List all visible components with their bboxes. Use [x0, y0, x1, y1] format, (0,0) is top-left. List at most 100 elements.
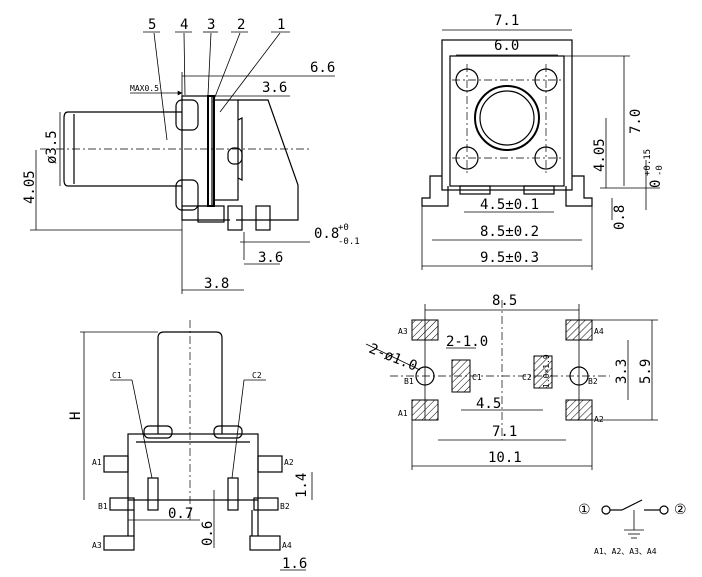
- slot-c2: [533, 355, 553, 389]
- node-1: [601, 505, 611, 515]
- dim-hole: 2-ø1.0: [367, 341, 420, 375]
- label-c2: C2: [252, 371, 262, 380]
- pad-label-a4: A4: [594, 327, 604, 336]
- dim-10.1: 10.1: [488, 450, 522, 466]
- dim-0.6: 0.6: [200, 521, 216, 546]
- callout-1: 1: [277, 17, 285, 33]
- top-view: 7.1 6.0 7.0 4.05 0 +0.15 -0 4.5±0.1 8.5±…: [421, 13, 665, 270]
- pin-legs: [127, 500, 259, 536]
- dim-7.0: 7.0: [628, 109, 644, 134]
- dim-9.5: 9.5±0.3: [480, 250, 539, 266]
- c1-leader: [131, 379, 153, 479]
- pad-label-a2: A2: [594, 415, 604, 424]
- dim-tol: 0: [648, 180, 664, 188]
- leader-2: [212, 32, 241, 103]
- pad-label-b1: B1: [404, 377, 414, 386]
- pin-label-a4: A4: [282, 541, 292, 550]
- pin-a1: [103, 455, 129, 473]
- dim-0.8-minus: -0.1: [338, 237, 360, 247]
- leg-right: [565, 175, 593, 207]
- dim-6.6: 6.6: [310, 60, 335, 76]
- cap-lower: [175, 179, 199, 211]
- leg-left: [421, 175, 449, 207]
- dim-3.8: 3.8: [204, 276, 229, 292]
- slot-size: 1.0×1.9: [542, 354, 551, 388]
- dim-6.0: 6.0: [494, 38, 519, 54]
- body-front: [181, 95, 213, 207]
- leader-1: [219, 32, 281, 113]
- dim-height: 4.05: [22, 170, 38, 204]
- pad-label-a1: A1: [398, 409, 408, 418]
- contact-plate: [207, 95, 215, 207]
- dim-h: H: [68, 412, 84, 420]
- terminal-b: [227, 205, 243, 231]
- dim-5.9: 5.9: [638, 359, 654, 384]
- pin-b2: [253, 497, 279, 511]
- pin-left: [459, 185, 491, 195]
- pin-label-a1: A1: [92, 458, 102, 467]
- dim-1.4: 1.4: [294, 473, 310, 498]
- switch-lever: [621, 499, 643, 511]
- side-view: 5 4 3 2 1 MAX0.5: [22, 17, 360, 294]
- front-cap-left: [143, 425, 173, 439]
- button-circle-inner: [479, 90, 535, 146]
- base-lower: [181, 206, 230, 221]
- dim-3.3: 3.3: [614, 359, 630, 384]
- body-dome: [227, 147, 243, 165]
- callout-3: 3: [207, 17, 215, 33]
- dim-1.6: 1.6: [282, 556, 307, 572]
- dim-8.5: 8.5±0.2: [480, 224, 539, 240]
- dim-4.5: 4.5±0.1: [480, 197, 539, 213]
- dim-7.1: 7.1: [494, 13, 519, 29]
- dim-tol-plus: +0.15: [643, 149, 653, 176]
- pin-label-a3: A3: [92, 541, 102, 550]
- dim-3.6-lower: 3.6: [258, 250, 283, 266]
- dim-7.1: 7.1: [492, 424, 517, 440]
- front-cap-right: [213, 425, 243, 439]
- contact-c1: [147, 477, 159, 511]
- pin-label-b1: B1: [98, 502, 108, 511]
- max-label: MAX0.5: [130, 84, 159, 93]
- dim-0.8-plus: +0: [338, 223, 349, 233]
- c2-leader: [231, 379, 245, 479]
- dim-tol-minus: -0: [655, 165, 665, 176]
- leader-3: [207, 32, 212, 96]
- dim-hole-leader: [365, 343, 421, 371]
- callout-4: 4: [180, 17, 188, 33]
- node-2-label: ②: [674, 502, 687, 518]
- callout-2: 2: [237, 17, 245, 33]
- leader-5: [153, 32, 168, 141]
- dim-8.5: 8.5: [492, 293, 517, 309]
- body-nub: [237, 117, 243, 181]
- cap-upper: [175, 99, 199, 131]
- switch-schematic: ① ② A1、A2、A3、A4: [578, 499, 687, 556]
- pin-a3: [103, 535, 135, 551]
- body-rear: [213, 99, 239, 201]
- top-body-inner: [449, 55, 565, 187]
- dim-4.05: 4.05: [592, 138, 608, 172]
- footprint-view: A3 A4 B1 C1 C2 B2 A1 A2 8.5 2-ø1.0 2-1.0…: [365, 293, 658, 470]
- dim-4.5: 4.5: [476, 396, 501, 412]
- pin-a2: [257, 455, 283, 473]
- dim-0.8: 0.8: [314, 226, 339, 242]
- pad-label-a3: A3: [398, 327, 408, 336]
- button-circle-outer: [474, 85, 540, 151]
- node-1-label: ①: [578, 502, 591, 518]
- dim-0.8: 0.8: [612, 205, 628, 230]
- pin-b1: [109, 497, 135, 511]
- dim-3.6-top: 3.6: [262, 80, 287, 96]
- terminal-c: [255, 205, 271, 231]
- contact-c2: [227, 477, 239, 511]
- base-outline: [236, 99, 299, 221]
- node-2: [659, 505, 669, 515]
- pin-right: [523, 185, 555, 195]
- pad-label-c1: C1: [472, 373, 482, 382]
- dim-diameter: ø3.5: [44, 130, 60, 164]
- pin-a4: [249, 535, 281, 551]
- callout-5: 5: [148, 17, 156, 33]
- top-body-outer: [441, 39, 573, 191]
- dim-0.7: 0.7: [168, 506, 193, 522]
- pad-label-c2: C2: [522, 373, 532, 382]
- pin-label-b2: B2: [280, 502, 290, 511]
- schematic-legend: A1、A2、A3、A4: [594, 547, 657, 556]
